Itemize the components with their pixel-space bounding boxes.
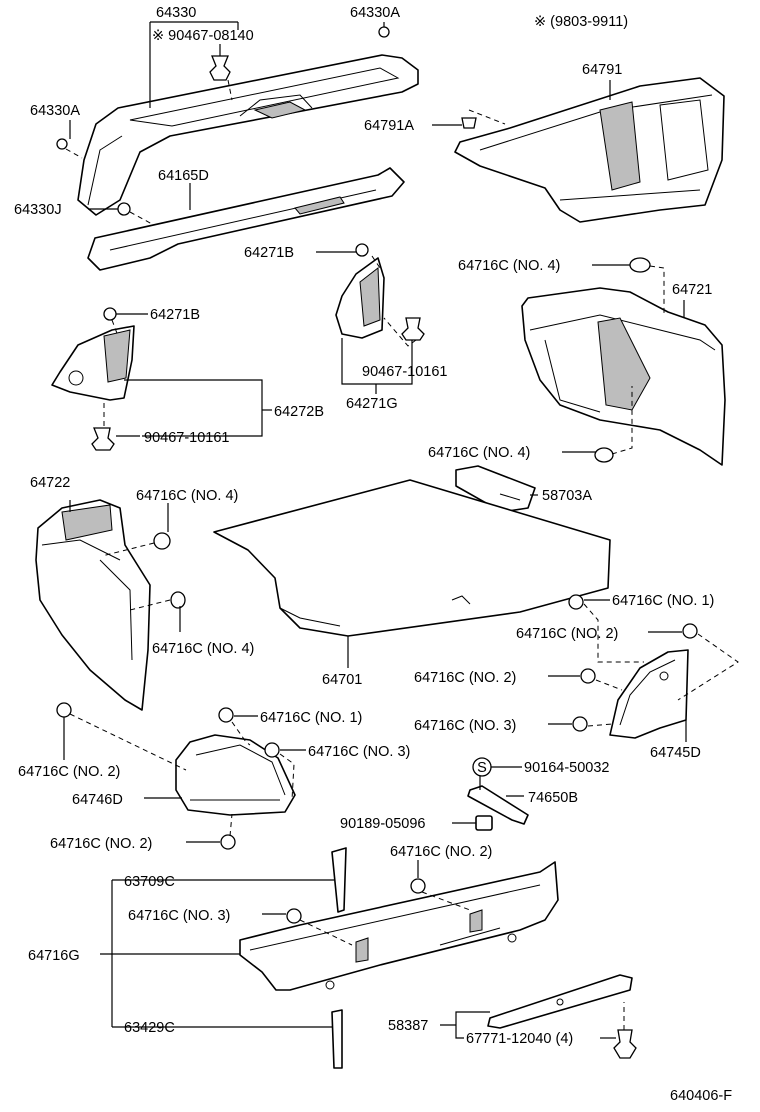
label-64271b-left: 64271B <box>150 307 200 323</box>
label-90467-10161-mid: 90467-10161 <box>362 364 447 380</box>
label-64271g: 64271G <box>346 396 398 412</box>
label-64791: 64791 <box>582 62 622 78</box>
label-64746d: 64746D <box>72 792 123 808</box>
label-64716c-no2-a: 64716C (NO. 2) <box>516 626 618 642</box>
label-64716c-no3-a: 64716C (NO. 3) <box>414 718 516 734</box>
label-64271b-mid: 64271B <box>244 245 294 261</box>
label-diagram-code: 640406-F <box>670 1088 732 1104</box>
label-64330a-top: 64330A <box>350 5 400 21</box>
label-64716c-no1-a: 64716C (NO. 1) <box>612 593 714 609</box>
label-64716c-no4-a: 64716C (NO. 4) <box>458 258 560 274</box>
bracket-64271G <box>335 257 385 339</box>
label-64165d: 64165D <box>158 168 209 184</box>
tray-58703A <box>455 465 536 513</box>
label-64330a-left: 64330A <box>30 103 80 119</box>
label-74650b: 74650B <box>528 790 578 806</box>
plate-58387 <box>487 974 633 1029</box>
trunk-side-trim-64721 <box>521 287 726 466</box>
label-64716c-no2-e: 64716C (NO. 2) <box>390 844 492 860</box>
label-64701: 64701 <box>322 672 362 688</box>
package-tray-trim-64330 <box>77 54 419 216</box>
label-64716c-no1-b: 64716C (NO. 1) <box>260 710 362 726</box>
label-63709c: 63709C <box>124 874 175 890</box>
label-64745d: 64745D <box>650 745 701 761</box>
label-note: ※ (9803-9911) <box>534 14 628 30</box>
wheelhouse-trim-64745D <box>609 649 689 739</box>
label-90467-08140: ※ 90467-08140 <box>152 28 254 44</box>
label-90467-10161-left: 90467-10161 <box>144 430 229 446</box>
trunk-side-trim-64722 <box>35 499 151 711</box>
label-90189-05096: 90189-05096 <box>340 816 425 832</box>
fasteners <box>56 26 698 1059</box>
s-symbol: S <box>472 757 492 777</box>
label-63429c: 63429C <box>124 1020 175 1036</box>
label-64716c-no2-d: 64716C (NO. 2) <box>50 836 152 852</box>
label-64716c-no2-b: 64716C (NO. 2) <box>414 670 516 686</box>
label-64330j: 64330J <box>14 202 62 218</box>
label-67771-12040: 67771-12040 (4) <box>466 1031 573 1047</box>
label-58387: 58387 <box>388 1018 428 1034</box>
label-64716c-no4-b: 64716C (NO. 4) <box>428 445 530 461</box>
part-labels: 64330 ※ 90467-08140 64330A ※ (9803-9911)… <box>14 5 732 1104</box>
leader-lines <box>63 21 687 1039</box>
label-64721: 64721 <box>672 282 712 298</box>
label-64716c-no4-d: 64716C (NO. 4) <box>152 641 254 657</box>
wheelhouse-trim-64746D <box>175 734 296 816</box>
s-symbol-text: S <box>477 760 487 776</box>
rear-shelf-panel-64165D <box>87 167 405 271</box>
rear-panel-trim-64716G <box>239 861 559 991</box>
bracket-74650B <box>467 785 529 825</box>
nut-90189-05096 <box>475 815 493 831</box>
label-90164-50032: 90164-50032 <box>524 760 609 776</box>
trunk-trim-cover-64791 <box>454 77 725 223</box>
label-64722: 64722 <box>30 475 70 491</box>
side-bracket-64272B <box>51 325 135 401</box>
strip-63429C <box>331 1009 343 1069</box>
label-64330: 64330 <box>156 5 196 21</box>
label-64272b: 64272B <box>274 404 324 420</box>
label-58703a: 58703A <box>542 488 592 504</box>
label-64716c-no4-c: 64716C (NO. 4) <box>136 488 238 504</box>
label-64716c-no2-c: 64716C (NO. 2) <box>18 764 120 780</box>
label-64716c-no3-c: 64716C (NO. 3) <box>128 908 230 924</box>
label-64716g: 64716G <box>28 948 80 964</box>
strip-63709C <box>331 847 347 913</box>
label-64791a: 64791A <box>364 118 414 134</box>
dashed-guides <box>65 79 739 1030</box>
label-64716c-no3-b: 64716C (NO. 3) <box>308 744 410 760</box>
